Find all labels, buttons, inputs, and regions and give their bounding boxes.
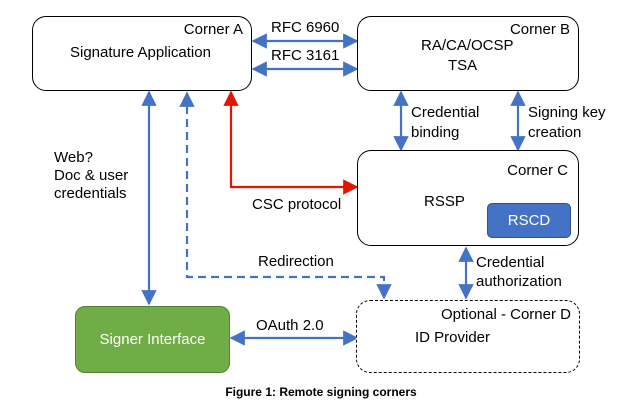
signer-interface-box: Signer Interface: [75, 306, 230, 373]
corner-b-label: Corner B: [509, 21, 570, 38]
signer-interface-label: Signer Interface: [99, 331, 206, 348]
arrow-csc-protocol: [223, 90, 359, 195]
corner-c-box: Corner C RSSP RSCD: [357, 150, 579, 246]
figure-caption: Figure 1: Remote signing corners: [225, 385, 417, 399]
web-label-line1: Web?: [54, 149, 93, 166]
rscd-label: RSCD: [507, 212, 551, 229]
credential-authorization-label-line2: authorization: [476, 273, 562, 290]
credential-binding-label-line1: Credential: [411, 104, 480, 121]
signing-key-creation-label-line2: creation: [528, 124, 582, 141]
ra-ca-ocsp-label: RA/CA/OCSP: [421, 37, 514, 54]
signing-key-creation-label-line1: Signing key: [528, 104, 606, 121]
redirection-label: Redirection: [258, 253, 334, 270]
csc-protocol-label: CSC protocol: [252, 196, 342, 213]
rfc6960-label: RFC 6960: [271, 19, 340, 36]
credential-authorization-label-line1: Credential: [476, 254, 545, 271]
corner-d-box: Optional - Corner D ID Provider: [356, 300, 580, 373]
corner-d-label: Optional - Corner D: [440, 306, 571, 323]
corner-b-box: Corner B RA/CA/OCSP TSA: [357, 16, 579, 91]
corner-a-box: Corner A Signature Application: [32, 16, 252, 91]
rssp-label: RSSP: [424, 193, 465, 210]
arrow-redirection: [179, 91, 392, 300]
corner-a-label: Corner A: [183, 21, 243, 38]
rfc3161-label: RFC 3161: [271, 47, 340, 64]
rscd-box: RSCD: [487, 203, 571, 238]
id-provider-label: ID Provider: [415, 329, 491, 346]
tsa-label: TSA: [448, 57, 478, 74]
signature-application-label: Signature Application: [70, 44, 211, 61]
web-label-line2: Doc & user: [54, 167, 129, 184]
web-label-line3: credentials: [54, 185, 127, 202]
credential-binding-label-line2: binding: [411, 124, 460, 141]
oauth-label: OAuth 2.0: [256, 317, 324, 334]
corner-c-label: Corner C: [507, 162, 568, 179]
